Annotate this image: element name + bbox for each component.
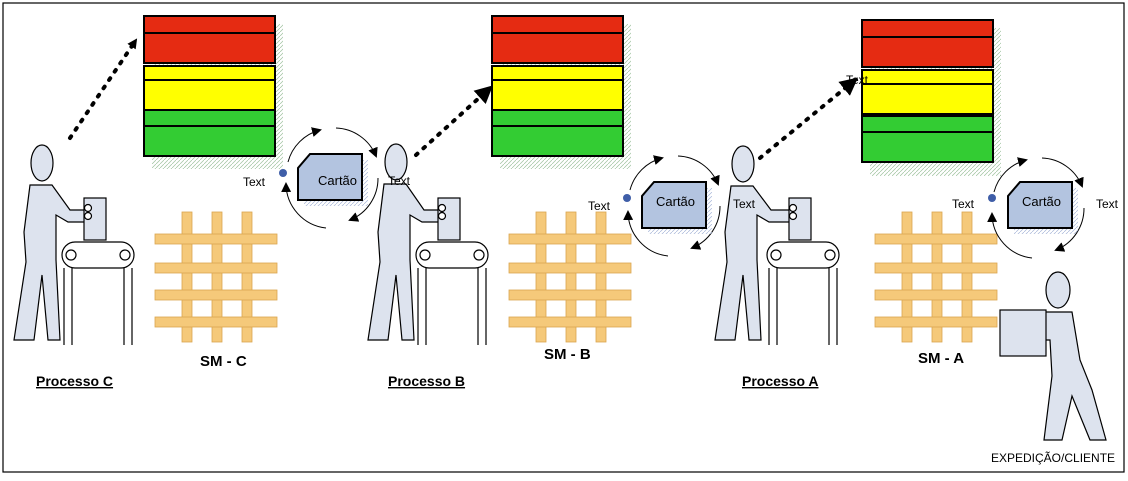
supermarket-grid-c (154, 211, 278, 343)
board-green-bar (861, 131, 994, 163)
machine-icon (415, 197, 489, 345)
board-red-bar (143, 32, 276, 64)
card-icon: Cartão (641, 181, 712, 234)
supermarket-label: SM - A (918, 350, 964, 367)
card-cycle (281, 127, 379, 229)
card-label: Cartão (656, 194, 695, 209)
cycle-dot (279, 169, 287, 177)
process-label: Processo A (742, 373, 819, 389)
board-green-bar (143, 125, 276, 157)
supermarket-label: SM - C (200, 353, 247, 370)
board-yellow-bar (143, 79, 276, 111)
process-label: Processo C (36, 373, 113, 389)
text-label: Text (388, 174, 411, 188)
board-red-bar (491, 32, 624, 64)
card-icon: Cartão (1007, 181, 1078, 234)
board-green-bar (861, 115, 994, 133)
supermarket-grid-a (874, 211, 998, 343)
text-label: Text (1096, 197, 1119, 211)
worker-icon (13, 144, 93, 341)
board-green-bar (491, 125, 624, 157)
cycle-dot (623, 194, 631, 202)
kanban-board-a (861, 19, 1001, 176)
board-green-bar (143, 109, 276, 127)
card-icon: Cartão (297, 153, 368, 206)
board-yellow-bar (491, 79, 624, 111)
text-label: Text (952, 197, 975, 211)
supermarket-grid-b (508, 211, 632, 343)
machine-icon (61, 197, 135, 345)
card-label: Cartão (1022, 194, 1061, 209)
text-label: Text (243, 175, 266, 189)
customer-label: EXPEDIÇÃO/CLIENTE (991, 451, 1115, 465)
kanban-board-c (143, 15, 283, 169)
dotted-arrow (758, 77, 859, 160)
text-label: Text (733, 197, 756, 211)
process-c-group: SM - C Processo C Text Cartão (13, 15, 379, 389)
board-green-bar (491, 109, 624, 127)
process-a-group: Text SM - A Processo A Text (714, 19, 1119, 465)
kanban-board-b (491, 15, 631, 169)
customer-icon (999, 271, 1107, 441)
machine-icon (766, 197, 840, 345)
board-text-label: Text (846, 73, 869, 87)
worker-icon (714, 145, 794, 341)
supermarket-label: SM - B (544, 346, 591, 363)
card-cycle (623, 155, 721, 257)
card-label: Cartão (318, 173, 357, 188)
worker-icon (367, 143, 447, 341)
board-yellow-bar (861, 83, 994, 115)
cycle-dot (988, 194, 996, 202)
process-label: Processo B (388, 373, 465, 389)
process-b-group: SM - B Processo B Text Text Cartão (367, 15, 721, 389)
board-red-bar (861, 36, 994, 68)
dotted-arrow (68, 38, 138, 140)
text-label: Text (588, 199, 611, 213)
dotted-arrow (414, 85, 493, 157)
